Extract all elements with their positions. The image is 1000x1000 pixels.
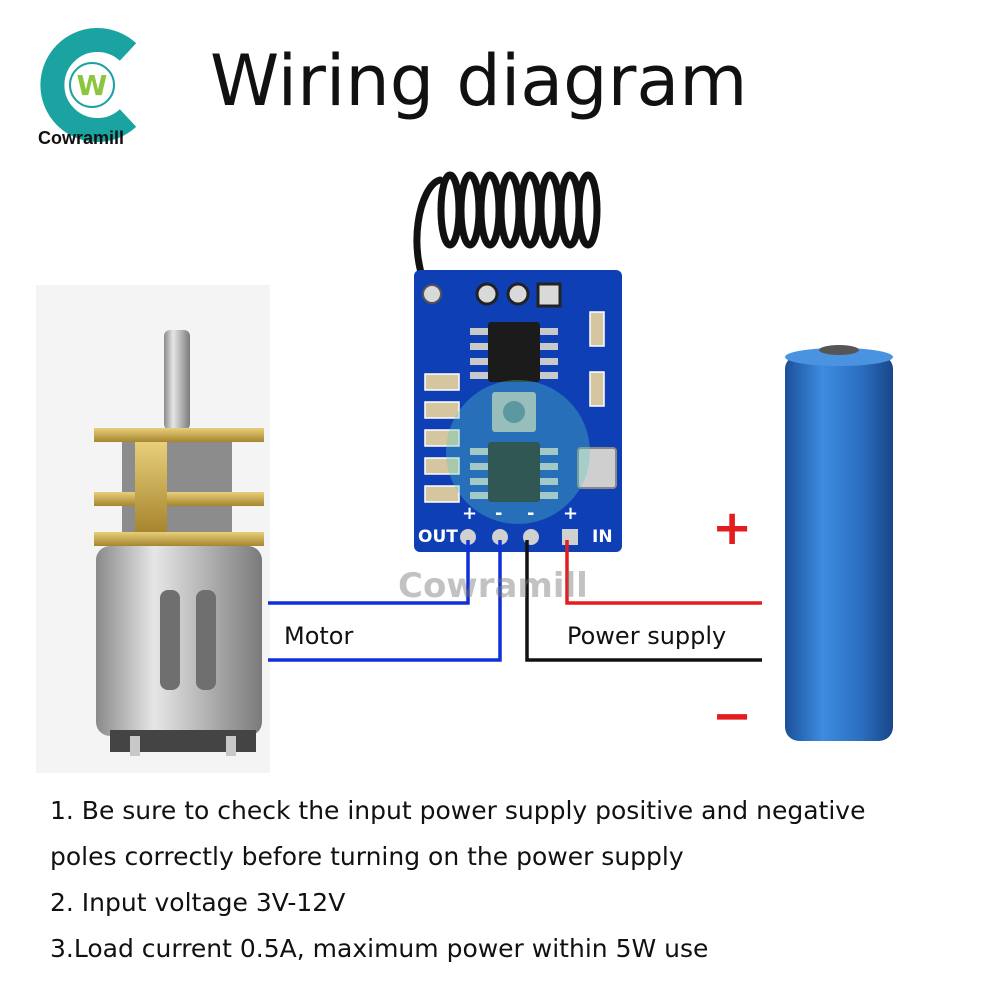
power-supply-label: Power supply — [567, 622, 727, 650]
logo-brand-text: Cowramill — [38, 128, 125, 148]
wire-motor-negative — [268, 540, 502, 662]
wires — [268, 540, 762, 662]
wiring-diagram: OUT IN + - - + — [36, 171, 893, 773]
board-out-plus: + — [462, 503, 477, 524]
board-out-minus: - — [495, 503, 502, 524]
page-title: Wiring diagram — [210, 40, 748, 122]
board-out-label: OUT — [418, 527, 458, 547]
note-line: poles correctly before turning on the po… — [50, 842, 684, 871]
usage-notes: 1. Be sure to check the input power supp… — [50, 788, 980, 972]
receiver-module — [414, 270, 622, 552]
board-in-label: IN — [592, 527, 613, 547]
note-line: 2. Input voltage 3V-12V — [50, 888, 346, 917]
negative-polarity-sign: − — [712, 688, 753, 744]
note-line: 3.Load current 0.5A, maximum power withi… — [50, 934, 709, 963]
note-line: 1. Be sure to check the input power supp… — [50, 796, 866, 825]
battery-image — [785, 345, 893, 741]
antenna-coil — [413, 171, 601, 299]
cowramill-logo: W — [40, 28, 137, 142]
wire-power-negative — [525, 540, 762, 662]
board-in-minus: - — [527, 503, 534, 524]
wire-motor-positive — [268, 540, 470, 605]
wire-power-positive — [565, 540, 762, 605]
motor-label: Motor — [284, 622, 354, 650]
board-in-plus: + — [563, 503, 578, 524]
positive-polarity-sign: + — [712, 500, 753, 556]
gear-motor-image — [36, 285, 270, 773]
watermark-text: Cowramill — [398, 566, 588, 606]
logo-monogram: W — [77, 69, 108, 102]
logo-c-ring — [40, 28, 137, 142]
